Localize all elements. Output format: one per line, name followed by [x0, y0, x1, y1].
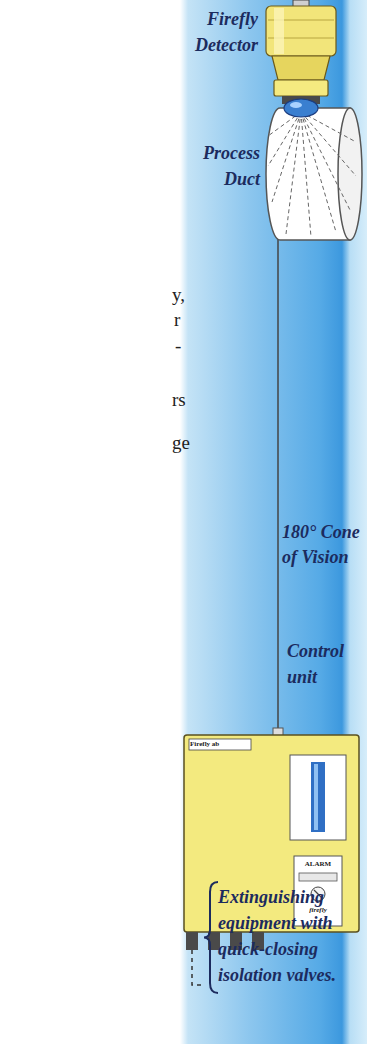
vision-ray — [301, 112, 311, 237]
valve-terminal — [186, 932, 198, 950]
detector-housing — [266, 6, 336, 56]
name-plate — [189, 739, 251, 750]
display-bar — [311, 762, 325, 832]
node-label: Process Duct — [196, 140, 260, 192]
duct-end — [338, 108, 362, 240]
brand-plate-text: Firefly ab — [190, 740, 250, 750]
housing-highlight — [274, 8, 284, 54]
vision-ray — [272, 112, 301, 202]
lens-highlight — [290, 102, 302, 108]
indicator-row — [299, 873, 337, 881]
vision-ray — [268, 112, 301, 166]
vision-ray — [268, 112, 301, 136]
vision-ray — [286, 112, 301, 234]
cone-label: 180° Cone of Vision — [282, 520, 363, 570]
process-duct-shape — [266, 106, 364, 242]
detector-lens — [284, 99, 318, 117]
vision-ray — [301, 112, 356, 142]
cut-off-text: rs — [172, 387, 194, 414]
logo-text: firefly — [299, 906, 337, 916]
cut-off-text: ge — [172, 430, 194, 457]
valve-line — [192, 950, 204, 985]
cut-off-text: r — [174, 307, 194, 334]
vision-ray — [301, 112, 356, 176]
cut-off-text: - — [175, 333, 195, 360]
flame-detector: Firefly Detector — [262, 0, 340, 118]
node-label: Firefly Detector — [186, 6, 258, 58]
node-label: Extinguishing equipment with quick-closi… — [218, 884, 362, 988]
alarm-indicator-text: ALARM — [299, 860, 337, 870]
node-label: Control unit — [287, 638, 359, 690]
process-duct: Process Duct — [266, 106, 364, 242]
extinguishing-equipment: Extinguishing equipment with quick-closi… — [204, 878, 362, 997]
cut-off-text: y, — [172, 282, 192, 309]
display-window — [290, 755, 346, 840]
detector-neck — [272, 56, 330, 80]
curly-brace — [204, 882, 218, 993]
detector-collar — [274, 80, 328, 96]
flame-detector-shape — [262, 0, 340, 118]
display-highlight — [314, 764, 318, 830]
